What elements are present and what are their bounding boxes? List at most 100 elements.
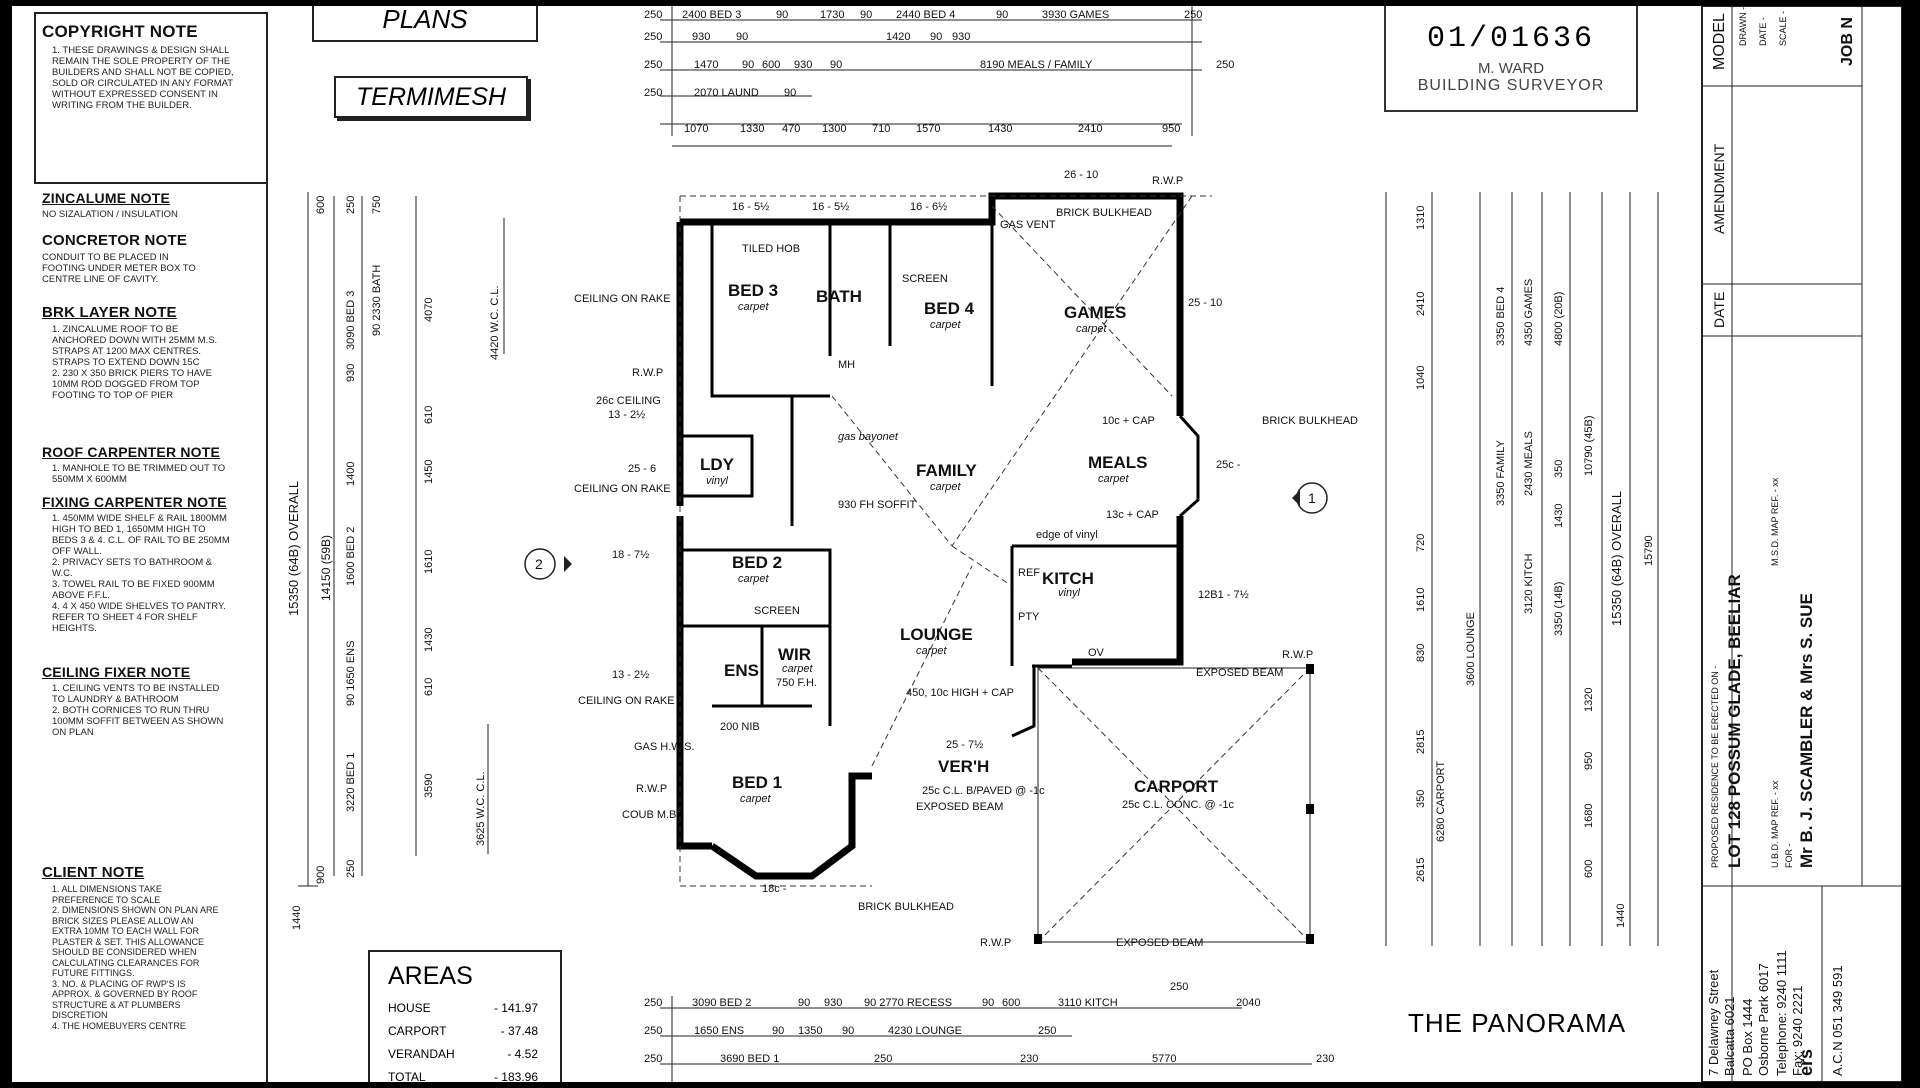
dim: 3090 BED 2 [692,997,751,1009]
dim: 90 [860,9,872,21]
dim: 3090 BED 3 [345,291,357,350]
dim: 470 [782,123,800,135]
screen-label: SCREEN [902,273,948,285]
dim: 900 [315,866,327,884]
cap-13c-label: 13c + CAP [1106,509,1159,521]
gas-hws-label: GAS H.W.S. [634,741,695,753]
dim: 950 [1583,752,1595,770]
wall-bed2 [680,548,832,636]
dim: 3930 GAMES [1042,9,1109,21]
room-name: ENS [724,661,759,680]
brick-course: 25 - 7½ [946,739,983,751]
notes-column [34,12,268,1082]
dim: 250 [1184,9,1202,21]
stamp-number: 01/01636 [1426,22,1596,56]
concretor-note: CONCRETOR NOTE CONDUIT TO BE PLACED IN F… [42,232,257,285]
brick-course: 12B1 - 7½ [1198,589,1249,601]
pier [1306,804,1314,814]
tiled-hob-label: TILED HOB [742,243,800,255]
address-line: Fax: 9240 2221 [1790,986,1805,1076]
section-marker-1-label: 1 [1308,490,1316,506]
cap-10c-label: 10c + CAP [1102,415,1155,427]
brick-course: 18 - 7½ [612,549,649,561]
dim: 2615 [1415,858,1427,882]
dim: 250 [644,1025,662,1037]
date-column-label: DATE [1711,292,1727,328]
dim: 2070 LAUND [694,87,759,99]
fixing-carpenter-note: FIXING CARPENTER NOTE 1. 450mm WIDE SHEL… [42,494,257,634]
dim: 90 [798,997,810,1009]
dim: 14150 (59B) [319,535,333,601]
room-name: BED 1 [732,773,782,792]
ubd-label: U.B.D. MAP REF. - xx [1770,780,1780,868]
msd-label: M.S.D. MAP REF. - xx [1770,477,1780,566]
area-label: TOTAL [388,1070,426,1082]
brick-course: 25 - 10 [1188,297,1222,309]
dim: 3690 BED 1 [720,1053,779,1065]
top-dimension-text: 250 2400 BED 3 90 1730 90 2440 BED 4 90 … [644,9,1234,213]
title-block: MODEL DRAWN - DATE - SCALE - JOB N AMEND… [1701,6,1902,1082]
lot-label: LOT 128 POSSUM GLADE, BEELIAR [1725,574,1744,868]
room-name: FAMILY [916,461,977,480]
dim: 350 [1415,790,1427,808]
note-text: 1. ZINCALUME ROOF TO BE ANCHORED DOWN WI… [52,324,218,401]
left-dimension-lines [298,192,505,887]
dim: 2410 [1415,292,1427,316]
dim: 250 [345,860,357,878]
address-line: 7 Delawney Street [1706,969,1721,1076]
area-value: - 37.48 [500,1024,538,1038]
pier [1034,934,1042,944]
room-finish: vinyl [1058,587,1081,599]
screen-label-2: SCREEN [754,605,800,617]
dim: 1600 BED 2 [345,527,357,586]
dim: 3120 KITCH [1523,553,1535,614]
room-name: BATH [816,287,862,306]
note-heading: ROOF CARPENTER NOTE [42,444,221,460]
dim: 90 [930,31,942,43]
dim: 250 [644,59,662,71]
dim: 710 [872,123,890,135]
dim: 90 [776,9,788,21]
dim: 90 [842,1025,854,1037]
room-name: MEALS [1088,453,1148,472]
rwp-label-carport: R.W.P [1282,649,1313,661]
dim: 600 [1002,997,1020,1009]
drawn-label: DRAWN - [1738,7,1748,46]
pier [1306,664,1314,674]
nib-label: 200 NIB [720,721,760,733]
surveyor-stamp: 01/01636 M. WARD BUILDING SURVEYOR [1384,6,1638,112]
bottom-dimension-text: 250 3090 BED 2 90 930 90 2770 RECESS 90 … [644,981,1334,1065]
note-text: 1. THESE DRAWINGS & DESIGN SHALL REMAIN … [52,45,234,111]
dim: 750 [371,196,383,214]
model-label: MODEL [1711,13,1728,70]
areas-row: VERANDAH- 4.52 [388,1043,538,1066]
stamp-title: BUILDING SURVEYOR [1417,77,1605,94]
dim: 90 1650 ENS [345,641,357,706]
dim: 8190 MEALS / FAMILY [980,59,1093,71]
dim: 10790 (45B) [1583,415,1595,476]
dim: 950 [1162,123,1180,135]
dim: 3220 BED 1 [345,753,357,812]
dim: 2440 BED 4 [896,9,955,21]
room-name: BED 2 [732,553,782,572]
dim: 600 [762,59,780,71]
room-finish: carpet [1076,323,1108,335]
brick-course: 18c - [762,883,787,895]
address-line: PO Box 1444 [1740,999,1755,1076]
pty-label: PTY [1018,611,1040,623]
dim: 4800 (20B) [1553,292,1565,346]
room-name: BED 3 [728,281,778,300]
dim: 930 [952,31,970,43]
dim: 610 [423,678,435,696]
dim: 250 [644,1053,662,1065]
dim: 1450 [423,460,435,484]
area-label: CARPORT [388,1024,447,1038]
dim: 250 [644,87,662,99]
dim: 250 [644,31,662,43]
dim: 1470 [694,59,718,71]
dim: 90 [736,31,748,43]
dim: 930 [692,31,710,43]
dim: 1350 [798,1025,822,1037]
area-value: - 141.97 [493,1001,538,1015]
brick-course: 25c - [1216,459,1241,471]
